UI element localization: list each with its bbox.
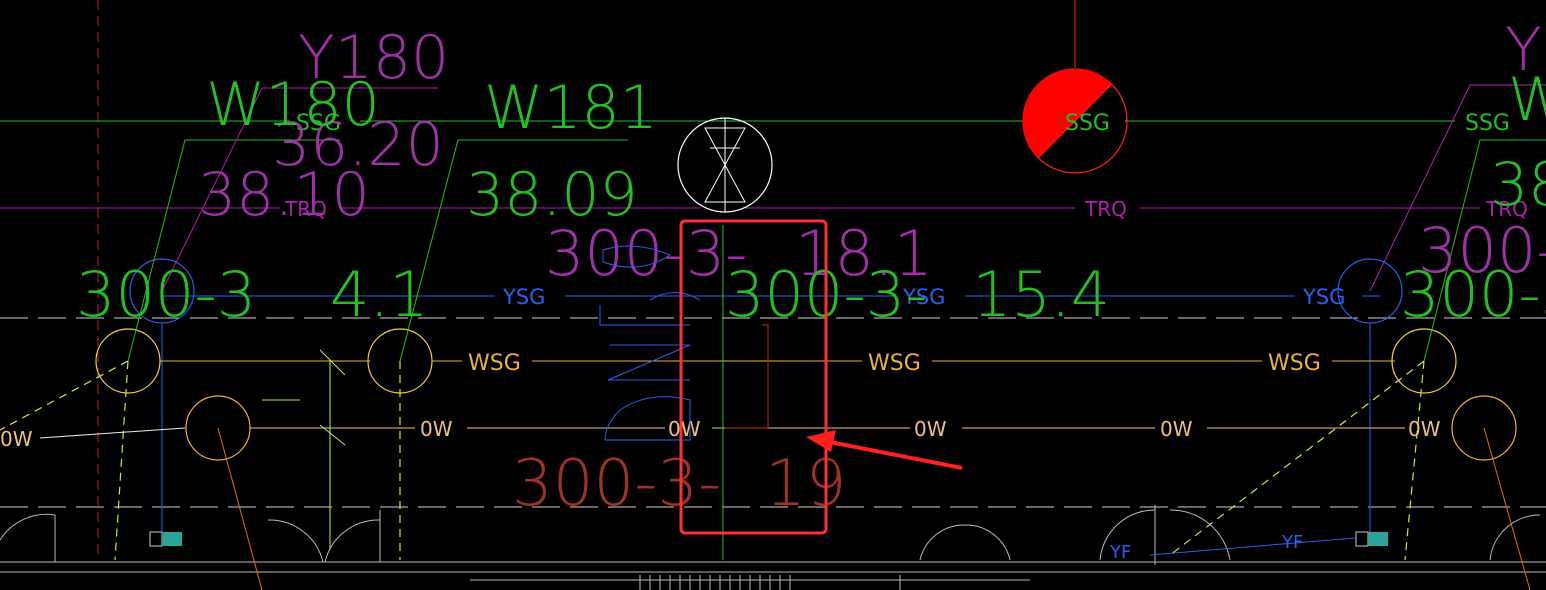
pipe-d-size: 300-3- [512, 447, 721, 521]
ssg-line: SSG SSG [0, 111, 1510, 136]
magenta-leaders [161, 84, 1546, 292]
door-swings [0, 505, 1541, 565]
blue-marks [599, 245, 701, 441]
wsg-label-1: WSG [468, 351, 521, 376]
wsg-label-2: WSG [868, 351, 921, 376]
gate-valve-icon[interactable] [677, 117, 773, 213]
pipe-b-size: 300-3- [545, 217, 748, 290]
stair-treads [649, 575, 791, 590]
wsg-line: WSG WSG WSG [95, 328, 1457, 394]
highlight-arrow-icon [806, 430, 963, 470]
ssg-label-3: SSG [1465, 111, 1510, 136]
green-leaders [127, 139, 1546, 560]
yf-label-2: YF [1281, 532, 1303, 553]
red-dimension [725, 324, 769, 429]
ssg-valve-icon[interactable]: SSG [1022, 68, 1128, 174]
w181-label: W181 [484, 73, 658, 143]
y180-label: Y180 [298, 23, 449, 93]
wsg-label-3: WSG [1268, 351, 1321, 376]
trq-label-1: TRQ [284, 197, 327, 221]
ow-label-1: 0W [420, 417, 453, 441]
ow-label-0: 0W [0, 427, 33, 451]
yf-label-1: YF [1109, 542, 1131, 563]
right-cut-3: 38 [1490, 150, 1546, 220]
ow-label-4: 0W [1160, 417, 1193, 441]
pipe-b-len: 18.1 [795, 217, 933, 290]
ssg-label-1: SSG [296, 111, 341, 136]
misc-ticks [262, 349, 346, 550]
trq-label-3: TRQ [1485, 197, 1528, 221]
yf-line: YF YF [1109, 532, 1356, 563]
right-cut-2: 300-3- [1400, 258, 1546, 331]
pipe-d-len: 19 [765, 447, 846, 521]
pipe-a-size: 300-3 [76, 258, 256, 331]
ysg-label-1: YSG [502, 285, 545, 309]
highlight-box [679, 219, 828, 535]
trq-line: TRQ TRQ TRQ [0, 197, 1528, 221]
right-cut-5: W [1508, 65, 1546, 135]
ssg-label-2: SSG [1065, 111, 1110, 136]
ow-label-5: 0W [1408, 417, 1441, 441]
orange-leaders [217, 427, 1531, 590]
ysg-label-2: YSG [902, 285, 945, 309]
w181-elev: 38.09 [466, 160, 638, 230]
ow-label-2: 0W [668, 417, 701, 441]
w180-label: W180 [206, 70, 380, 140]
ow-label-3: 0W [914, 417, 947, 441]
ow-line: 0W 0W 0W 0W 0W 0W [0, 395, 1517, 461]
ysg-line: YSG YSG YSG [129, 258, 1403, 547]
yellow-risers [0, 360, 1425, 561]
right-cut-4: Y1 [1505, 15, 1546, 85]
right-cut-1: 300- [1418, 214, 1546, 287]
pipe-c-len: 15.4 [972, 258, 1110, 331]
trq-label-2: TRQ [1084, 197, 1127, 221]
w180-elev: 38.10 [198, 160, 370, 230]
pipe-a-len: 4.1 [330, 258, 429, 331]
y180-elev: 36.20 [272, 110, 444, 180]
annotations: Y180 36.20 W180 38.10 W181 38.09 300-3 4… [76, 15, 1546, 521]
